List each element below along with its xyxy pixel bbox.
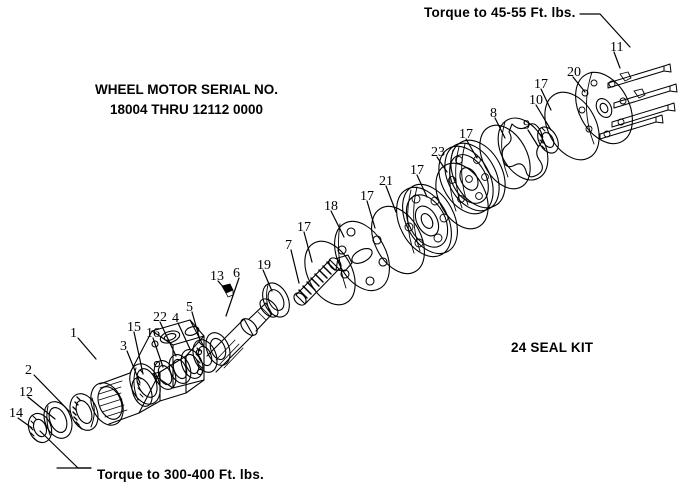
part-7-coupling	[293, 254, 353, 306]
callout-1: 1	[70, 326, 77, 341]
part-9-bearing	[537, 126, 559, 154]
callout-22: 22	[153, 310, 167, 325]
leader-6	[225, 277, 240, 317]
part-11-bolts	[599, 63, 678, 140]
leader-5	[191, 311, 201, 341]
leader-2	[33, 374, 71, 413]
callout-11: 11	[610, 40, 624, 55]
callout-8: 8	[490, 106, 497, 121]
callout-9: 9	[523, 118, 530, 133]
part-19-thrust-ring	[262, 282, 290, 318]
leader-17b	[366, 200, 376, 229]
part-23-gerotor-set	[438, 139, 506, 215]
note-torque-top: Torque to 45-55 Ft. lbs.	[424, 5, 576, 20]
callout-16: 16	[146, 326, 160, 341]
leader-9	[527, 129, 539, 147]
leader-16	[152, 337, 164, 368]
part-13-key	[221, 283, 234, 298]
callout-12: 12	[19, 385, 33, 400]
leader-23	[436, 156, 448, 173]
leader-1	[77, 337, 97, 360]
callout-2: 2	[25, 363, 32, 378]
leader-11	[613, 51, 621, 69]
part-17-gasket-d	[479, 124, 531, 190]
leader-22	[159, 321, 177, 357]
part-6-shaft	[206, 298, 279, 373]
leader-13	[217, 280, 227, 291]
leader-14	[17, 417, 33, 429]
leader-19	[262, 269, 273, 292]
leader-17a	[303, 231, 313, 263]
part-17-gasket-b	[371, 205, 425, 275]
callout-10: 10	[529, 93, 543, 108]
callout-17: 17	[360, 189, 374, 204]
leader-17c	[416, 174, 428, 198]
part-16-ring	[168, 354, 192, 384]
callout-17: 17	[410, 163, 424, 178]
leader-7	[290, 249, 300, 284]
part-14-snap-ring	[27, 412, 53, 444]
leader-3	[126, 350, 141, 384]
leader-torque-top	[579, 13, 631, 48]
callout-14: 14	[9, 406, 23, 421]
callout-18: 18	[324, 199, 338, 214]
part-20-end-cap	[575, 71, 633, 145]
leader-8	[494, 117, 506, 139]
callout-20: 20	[567, 65, 581, 80]
callout-19: 19	[257, 258, 271, 273]
leader-21	[385, 185, 397, 213]
part-21-gerotor	[396, 183, 458, 258]
part-5-ring	[205, 332, 231, 366]
leader-10	[535, 104, 552, 131]
callout-6: 6	[233, 266, 240, 281]
leader-14-note	[39, 430, 92, 469]
leader-4	[177, 322, 191, 350]
leader-17d	[465, 138, 478, 159]
callout-23: 23	[431, 145, 445, 160]
serial-number-block: WHEEL MOTOR SERIAL NO. 18004 THRU 12112 …	[95, 80, 278, 121]
serial-line-1: WHEEL MOTOR SERIAL NO.	[95, 82, 279, 97]
note-torque-bottom: Torque to 300-400 Ft. lbs.	[97, 467, 264, 482]
callout-17: 17	[534, 77, 548, 92]
leader-12	[27, 396, 56, 420]
callout-17: 17	[459, 127, 473, 142]
part-4-bearing	[192, 339, 218, 373]
part-22-ring	[180, 349, 204, 379]
callout-15: 15	[127, 320, 141, 335]
callout-17: 17	[297, 220, 311, 235]
leader-15	[133, 331, 144, 375]
callout-3: 3	[120, 339, 127, 354]
leader-17e	[540, 88, 552, 111]
part-10-gasket	[544, 91, 600, 161]
leader-20	[572, 76, 586, 93]
callout-13: 13	[210, 269, 224, 284]
serial-line-2: 18004 THRU 12112 0000	[109, 102, 264, 118]
callout-21: 21	[379, 174, 393, 189]
callout-7: 7	[285, 238, 292, 253]
part-12-washer	[43, 401, 73, 439]
callout-5: 5	[186, 300, 193, 315]
part-17-gasket-c	[435, 162, 489, 230]
leader-18	[330, 210, 345, 238]
part-18-wear-plate	[334, 220, 390, 292]
part-17-gasket-a	[304, 240, 356, 306]
callout-4: 4	[172, 311, 179, 326]
note-seal-kit: 24 SEAL KIT	[511, 340, 594, 355]
